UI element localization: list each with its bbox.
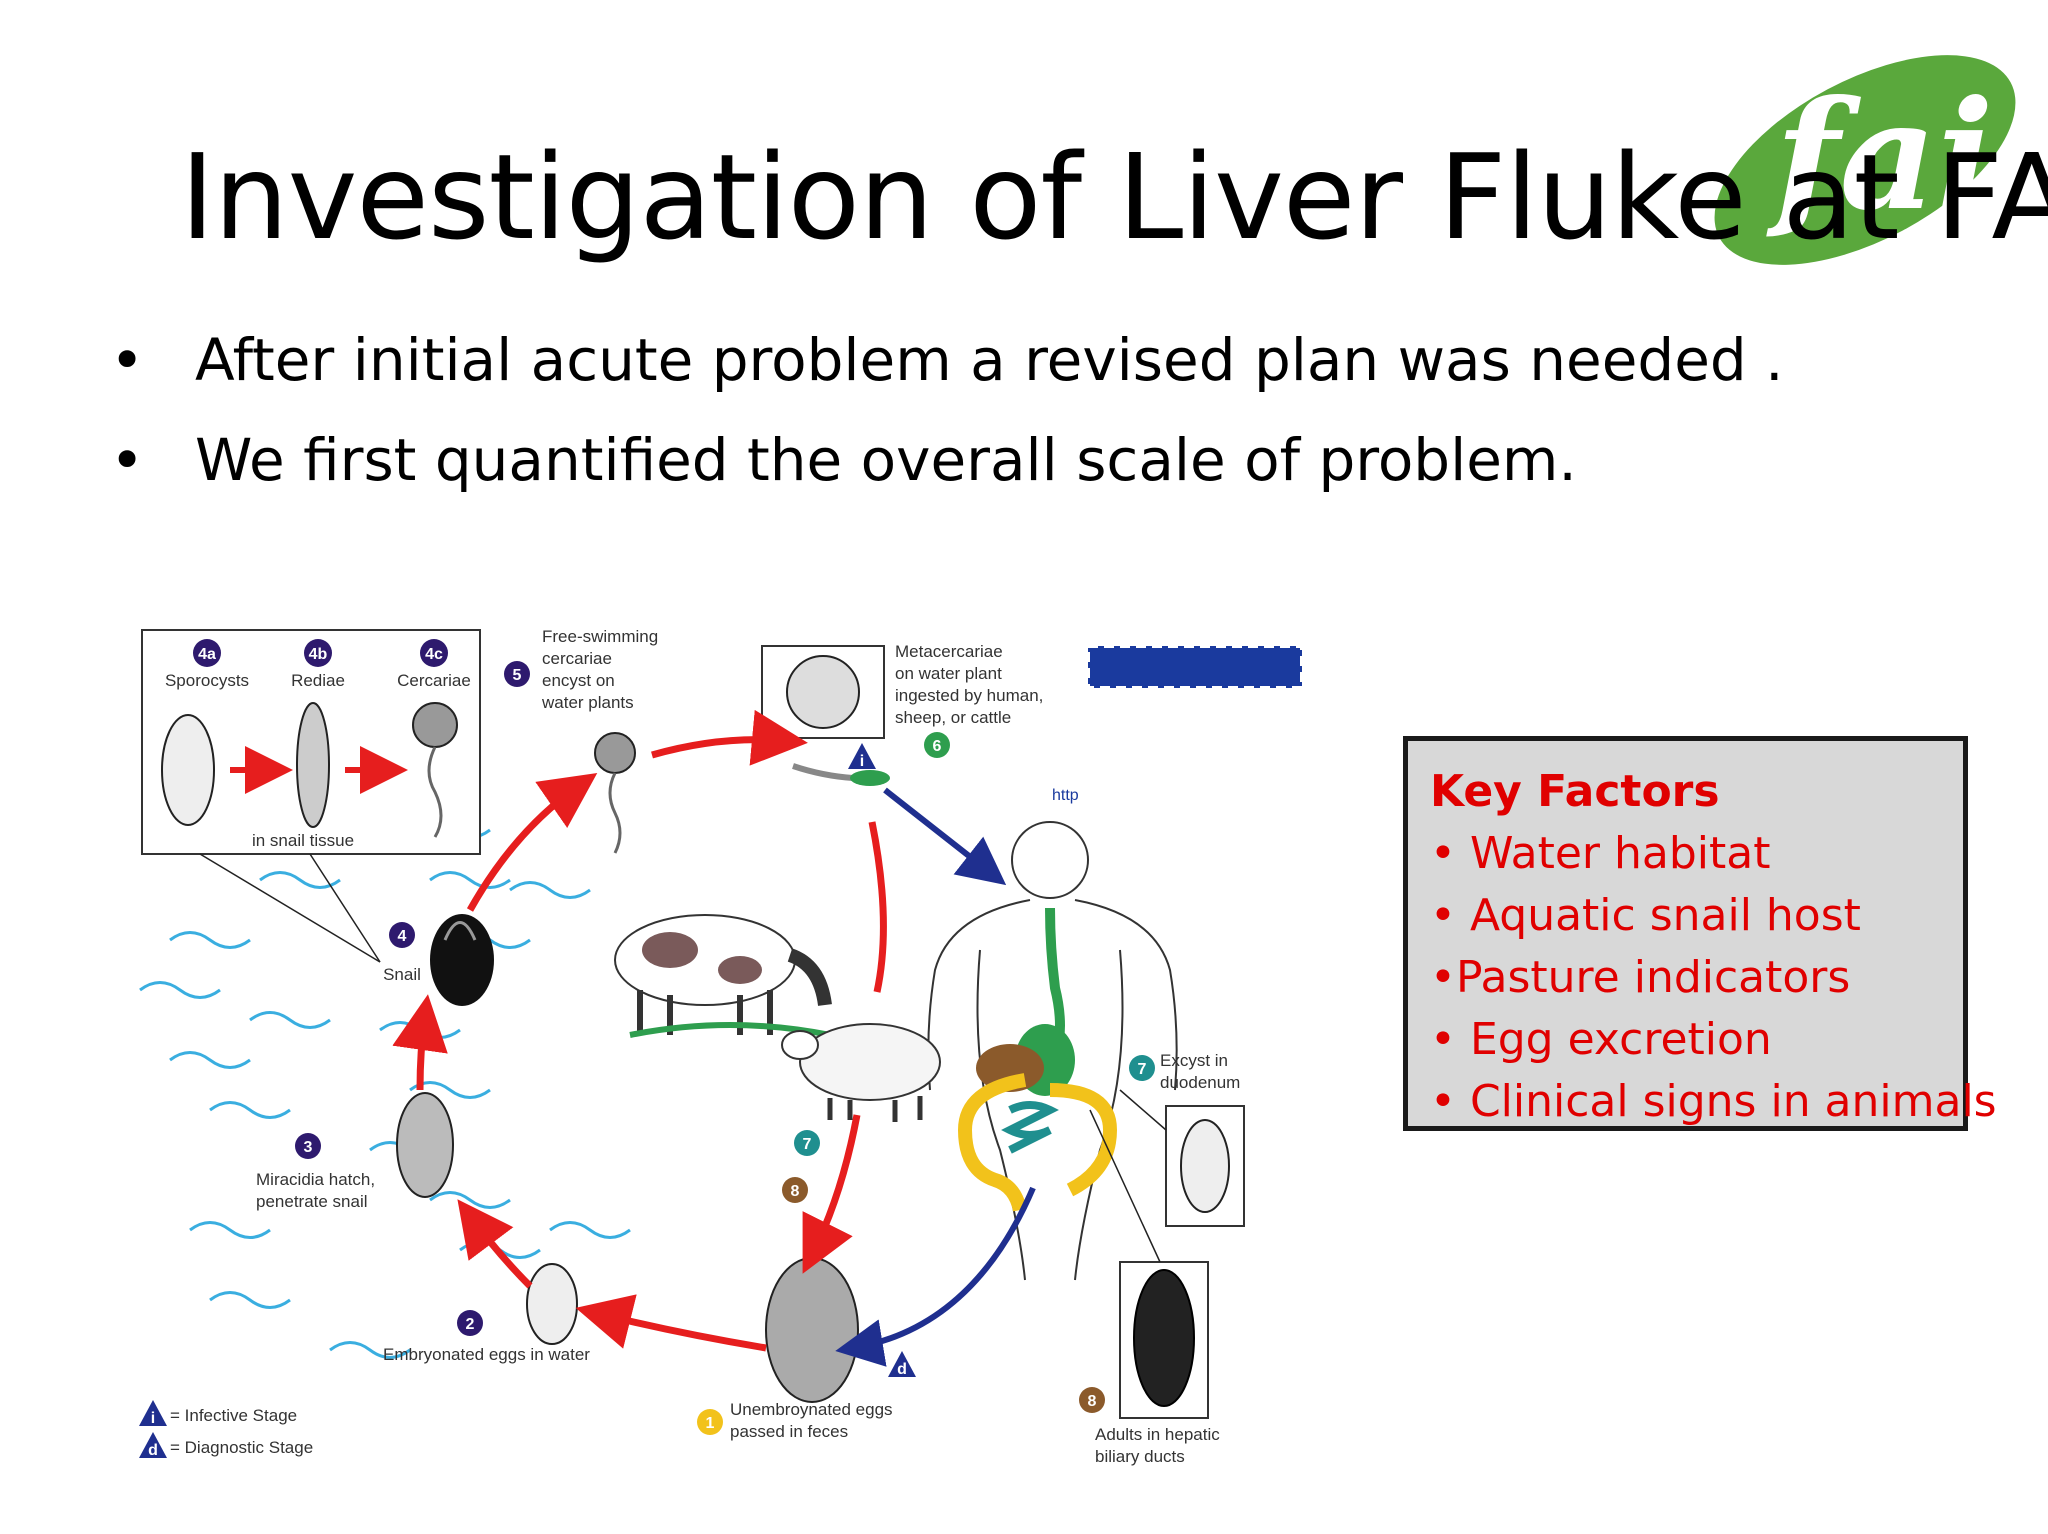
svg-text:3: 3 <box>304 1139 313 1156</box>
red-lifecycle-arrows <box>392 709 887 1352</box>
sporocyst-drawing <box>161 714 215 826</box>
stage-3-text: penetrate snail <box>256 1192 368 1211</box>
legend-infective: i <box>139 1400 167 1427</box>
intestine-drawing <box>957 1073 1118 1212</box>
stage-2-marker: 2 <box>457 1310 483 1336</box>
stage-7-marker-human: 7 <box>1129 1055 1155 1081</box>
stage-3-marker: 3 <box>295 1133 321 1159</box>
excysted-fluke-drawing <box>1180 1119 1230 1213</box>
embryonated-egg-drawing <box>526 1263 578 1345</box>
snail-drawing <box>430 914 494 1006</box>
key-factor-item: •Pasture indicators <box>1430 952 1851 1003</box>
bullet-item: After initial acute problem a revised pl… <box>110 320 1784 420</box>
svg-text:2: 2 <box>466 1316 475 1333</box>
svg-text:4c: 4c <box>425 646 443 663</box>
adult-fluke-drawing <box>1133 1269 1195 1407</box>
svg-text:i: i <box>860 753 864 770</box>
svg-text:i: i <box>151 1410 155 1427</box>
svg-text:1: 1 <box>706 1415 715 1432</box>
svg-text:d: d <box>148 1442 158 1459</box>
diagnostic-stage-marker: d <box>888 1351 916 1378</box>
sporocysts-label: Sporocysts <box>165 671 249 690</box>
redia-drawing <box>296 702 330 828</box>
url-fragment: http <box>1052 787 1079 804</box>
stage-5-text: Free-swimming <box>542 627 658 646</box>
bullet-list: After initial acute problem a revised pl… <box>110 320 1784 520</box>
svg-text:8: 8 <box>791 1183 800 1200</box>
key-factor-item: • Aquatic snail host <box>1430 890 1861 941</box>
spoon-icon <box>792 763 854 781</box>
logo-text: fai <box>1766 68 1994 244</box>
cercaria-drawing <box>412 702 458 748</box>
svg-text:4: 4 <box>398 928 407 945</box>
liver-fluke-lifecycle-diagram: 4a Sporocysts 4b Rediae 4c Cercariae in … <box>139 627 1304 1466</box>
key-factors-box: Key Factors • Water habitat • Aquatic sn… <box>1403 736 1997 1131</box>
embryonated-eggs-label: Embryonated eggs in water <box>383 1345 590 1364</box>
svg-text:5: 5 <box>513 667 522 684</box>
logo-ellipse <box>1714 55 2016 265</box>
fai-logo: fai <box>1714 55 2016 265</box>
stage-4c-marker: 4c <box>420 639 448 667</box>
stage-4-marker: 4 <box>389 922 415 948</box>
stage-6-text: ingested by human, <box>895 686 1043 705</box>
svg-text:7: 7 <box>1138 1061 1147 1078</box>
stage-1-marker: 1 <box>697 1409 723 1435</box>
stage-6-text: Metacercariae <box>895 642 1003 661</box>
stage-5-marker: 5 <box>504 661 530 687</box>
svg-text:7: 7 <box>803 1136 812 1153</box>
svg-text:4b: 4b <box>309 646 328 663</box>
infective-stage-marker: i <box>848 743 876 770</box>
liver-drawing <box>976 1044 1044 1092</box>
stage-7-text: Excyst in <box>1160 1051 1228 1070</box>
svg-text:8: 8 <box>1088 1393 1097 1410</box>
stage-6-text: on water plant <box>895 664 1002 683</box>
stage-7-marker-sheep: 7 <box>794 1130 820 1156</box>
cow-drawing <box>614 914 832 1038</box>
svg-text:4a: 4a <box>198 646 216 663</box>
key-factor-item: • Clinical signs in animals <box>1430 1076 1997 1127</box>
stage-1-text: passed in feces <box>730 1422 848 1441</box>
stage-5-text: encyst on <box>542 671 615 690</box>
diagnostic-stage-legend: = Diagnostic Stage <box>170 1438 313 1457</box>
stage-3-text: Miracidia hatch, <box>256 1170 375 1189</box>
stage-1-text: Unembroynated eggs <box>730 1400 893 1419</box>
svg-text:6: 6 <box>933 738 942 755</box>
stage-8-marker-human: 8 <box>1079 1387 1105 1413</box>
legend-diagnostic: d <box>139 1432 167 1459</box>
cdc-logo <box>1086 644 1304 690</box>
stage-6-text: sheep, or cattle <box>895 708 1011 727</box>
snail-tissue-label: in snail tissue <box>252 831 354 850</box>
cercariae-label: Cercariae <box>397 671 471 690</box>
stage-4b-marker: 4b <box>304 639 332 667</box>
blue-excretion-arrow <box>835 1186 1036 1367</box>
unembryonated-egg-drawing <box>765 1257 859 1403</box>
key-factor-item: • Water habitat <box>1430 828 1771 879</box>
human-figure <box>927 821 1178 1281</box>
slide-title: Investigation of Liver Fluke at FAI <box>180 128 2048 266</box>
svg-text:d: d <box>897 1361 907 1378</box>
stage-8-marker-sheep: 8 <box>782 1177 808 1203</box>
snail-label: Snail <box>383 965 421 984</box>
bullet-item: We first quantified the overall scale of… <box>110 420 1784 520</box>
stage-8-text: Adults in hepatic <box>1095 1425 1220 1444</box>
rediae-label: Rediae <box>291 671 345 690</box>
stage-6-marker: 6 <box>924 732 950 758</box>
key-factors-title: Key Factors <box>1430 766 1720 817</box>
stage-5-text: cercariae <box>542 649 612 668</box>
stage-8-text: biliary ducts <box>1095 1447 1185 1466</box>
infective-stage-legend: = Infective Stage <box>170 1406 297 1425</box>
stage-4a-marker: 4a <box>193 639 221 667</box>
metacercaria-drawing <box>786 655 860 729</box>
sheep-drawing <box>781 1023 941 1122</box>
stage-7-text: duodenum <box>1160 1073 1240 1092</box>
miracidium-drawing <box>396 1092 454 1198</box>
stage-5-text: water plants <box>541 693 634 712</box>
key-factor-item: • Egg excretion <box>1430 1014 1772 1065</box>
free-cercaria-drawing <box>594 732 636 774</box>
